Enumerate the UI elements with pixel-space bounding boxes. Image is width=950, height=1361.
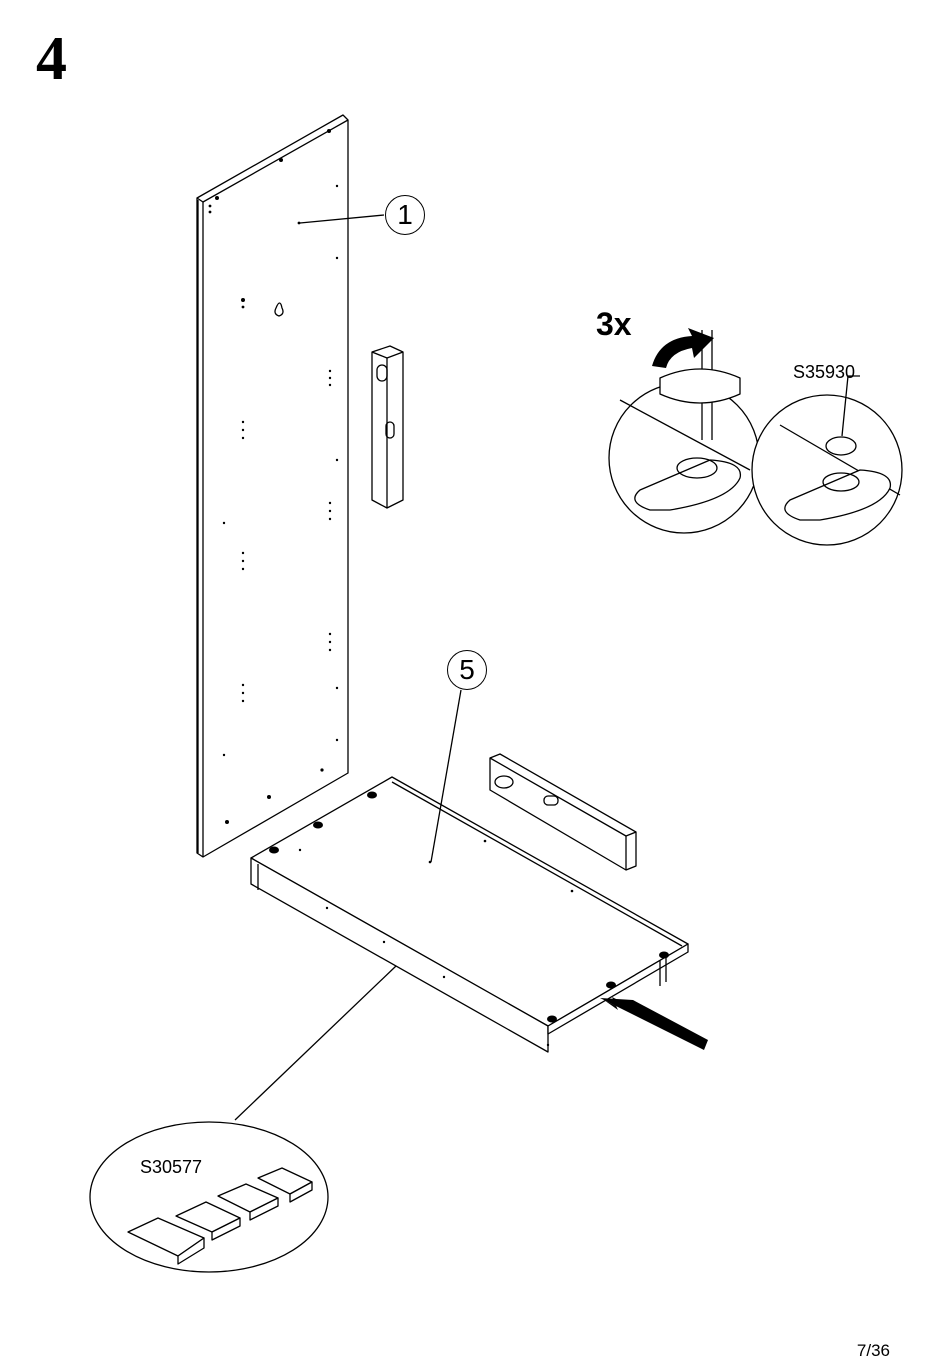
page-number: 7/36: [857, 1341, 890, 1361]
turn-multiplier: 3x: [596, 306, 632, 343]
vertical-level: [372, 346, 403, 508]
callout-base: 5: [447, 650, 487, 690]
foot-detail-right: [752, 395, 902, 545]
callout-panel: 1: [385, 195, 425, 235]
shim-code: S30577: [140, 1157, 202, 1178]
cap-code: S35930: [793, 362, 855, 383]
base-panel: [251, 777, 688, 1052]
side-panel: [197, 115, 348, 857]
